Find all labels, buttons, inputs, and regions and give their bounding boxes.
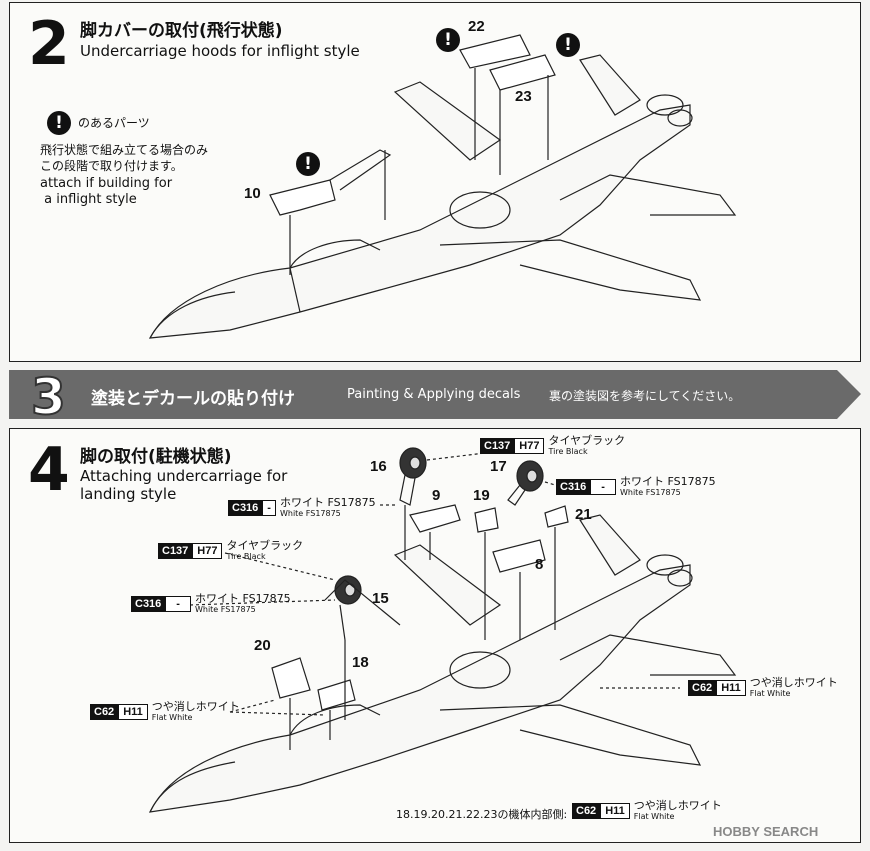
paint-name-en: Tire Black — [226, 551, 266, 561]
paint-name-jp: ホワイト FS17875 — [194, 591, 291, 605]
part-label-23: 23 — [515, 88, 532, 105]
step3-title-jp: 塗装とデカールの貼り付け — [91, 389, 295, 409]
watermark: HOBBY SEARCH — [713, 824, 819, 839]
warning-icon-part10: ! — [296, 152, 320, 176]
part-label-21: 21 — [575, 506, 592, 523]
part-label-22: 22 — [468, 18, 485, 35]
part-label-10: 10 — [244, 185, 261, 202]
paint-h-code: - — [165, 595, 191, 612]
paint-c-code: C137 — [480, 437, 515, 454]
part-label-19: 19 — [473, 487, 490, 504]
step3-note-jp: 裏の塗装図を参考にしてください。 — [549, 389, 741, 403]
part-label-9: 9 — [432, 487, 441, 504]
warning-icon-part23: ! — [556, 33, 580, 57]
warning-icon: ! — [47, 111, 71, 135]
step2-number: 2 — [28, 9, 70, 79]
paint-name-jp: ホワイト FS17875 — [619, 474, 716, 488]
part-label-17: 17 — [490, 458, 507, 475]
step4-title-en-line1: Attaching undercarriage for — [80, 467, 288, 485]
paint-name-en: White FS17875 — [619, 487, 681, 497]
paint-h-code: H11 — [716, 679, 746, 696]
note-jp-line2: この段階で取り付けます。 — [40, 159, 183, 173]
paint-c-code: C62 — [688, 679, 717, 696]
paint-name-en: White FS17875 — [279, 508, 341, 518]
paint-name-jp: タイヤブラック — [226, 538, 304, 552]
part-label-20: 20 — [254, 637, 271, 654]
step4-title-en-line2: landing style — [80, 485, 177, 503]
note-en-line1: attach if building for — [40, 176, 173, 191]
note-jp-line1: 飛行状態で組み立てる場合のみ — [40, 143, 209, 157]
step4-panel — [9, 428, 861, 843]
paint-c-code: C62 — [90, 703, 119, 720]
warning-icon-part22: ! — [436, 28, 460, 52]
part-label-8: 8 — [535, 556, 544, 573]
legend-text: のあるパーツ — [78, 116, 150, 130]
paint-name-en: Flat White — [633, 811, 675, 821]
part-label-16: 16 — [370, 458, 387, 475]
paint-name-jp: つや消しホワイト — [633, 798, 722, 812]
part-label-18: 18 — [352, 654, 369, 671]
paint-name-jp: つや消しホワイト — [151, 699, 240, 713]
step2-title-en: Undercarriage hoods for inflight style — [80, 42, 360, 60]
paint-c-code: C62 — [572, 802, 601, 819]
interior-note: 18.19.20.21.22.23の機体内部側: — [396, 808, 568, 821]
paint-h-code: - — [262, 499, 276, 516]
step3-banner: 3 塗装とデカールの貼り付け Painting & Applying decal… — [9, 367, 861, 427]
paint-c-code: C316 — [556, 478, 591, 495]
paint-name-en: Tire Black — [548, 446, 588, 456]
paint-h-code: - — [590, 478, 616, 495]
step4-number: 4 — [28, 435, 70, 505]
note-en-line2: a inflight style — [40, 192, 137, 207]
paint-name-jp: ホワイト FS17875 — [279, 495, 376, 509]
paint-c-code: C316 — [131, 595, 166, 612]
step3-title-en: Painting & Applying decals — [347, 387, 521, 402]
paint-h-code: H11 — [118, 703, 148, 720]
paint-name-jp: タイヤブラック — [548, 433, 626, 447]
step2-title-jp: 脚カバーの取付(飛行状態) — [80, 21, 283, 41]
paint-h-code: H77 — [192, 542, 223, 559]
paint-name-en: Flat White — [749, 688, 791, 698]
step3-number: 3 — [30, 367, 67, 427]
paint-h-code: H77 — [514, 437, 545, 454]
paint-h-code: H11 — [600, 802, 630, 819]
paint-name-en: Flat White — [151, 712, 193, 722]
paint-name-jp: つや消しホワイト — [749, 675, 838, 689]
paint-c-code: C316 — [228, 499, 263, 516]
part-label-15: 15 — [372, 590, 389, 607]
paint-name-en: White FS17875 — [194, 604, 256, 614]
step2-panel — [9, 2, 861, 362]
step4-title-jp: 脚の取付(駐機状態) — [80, 447, 232, 467]
paint-c-code: C137 — [158, 542, 193, 559]
